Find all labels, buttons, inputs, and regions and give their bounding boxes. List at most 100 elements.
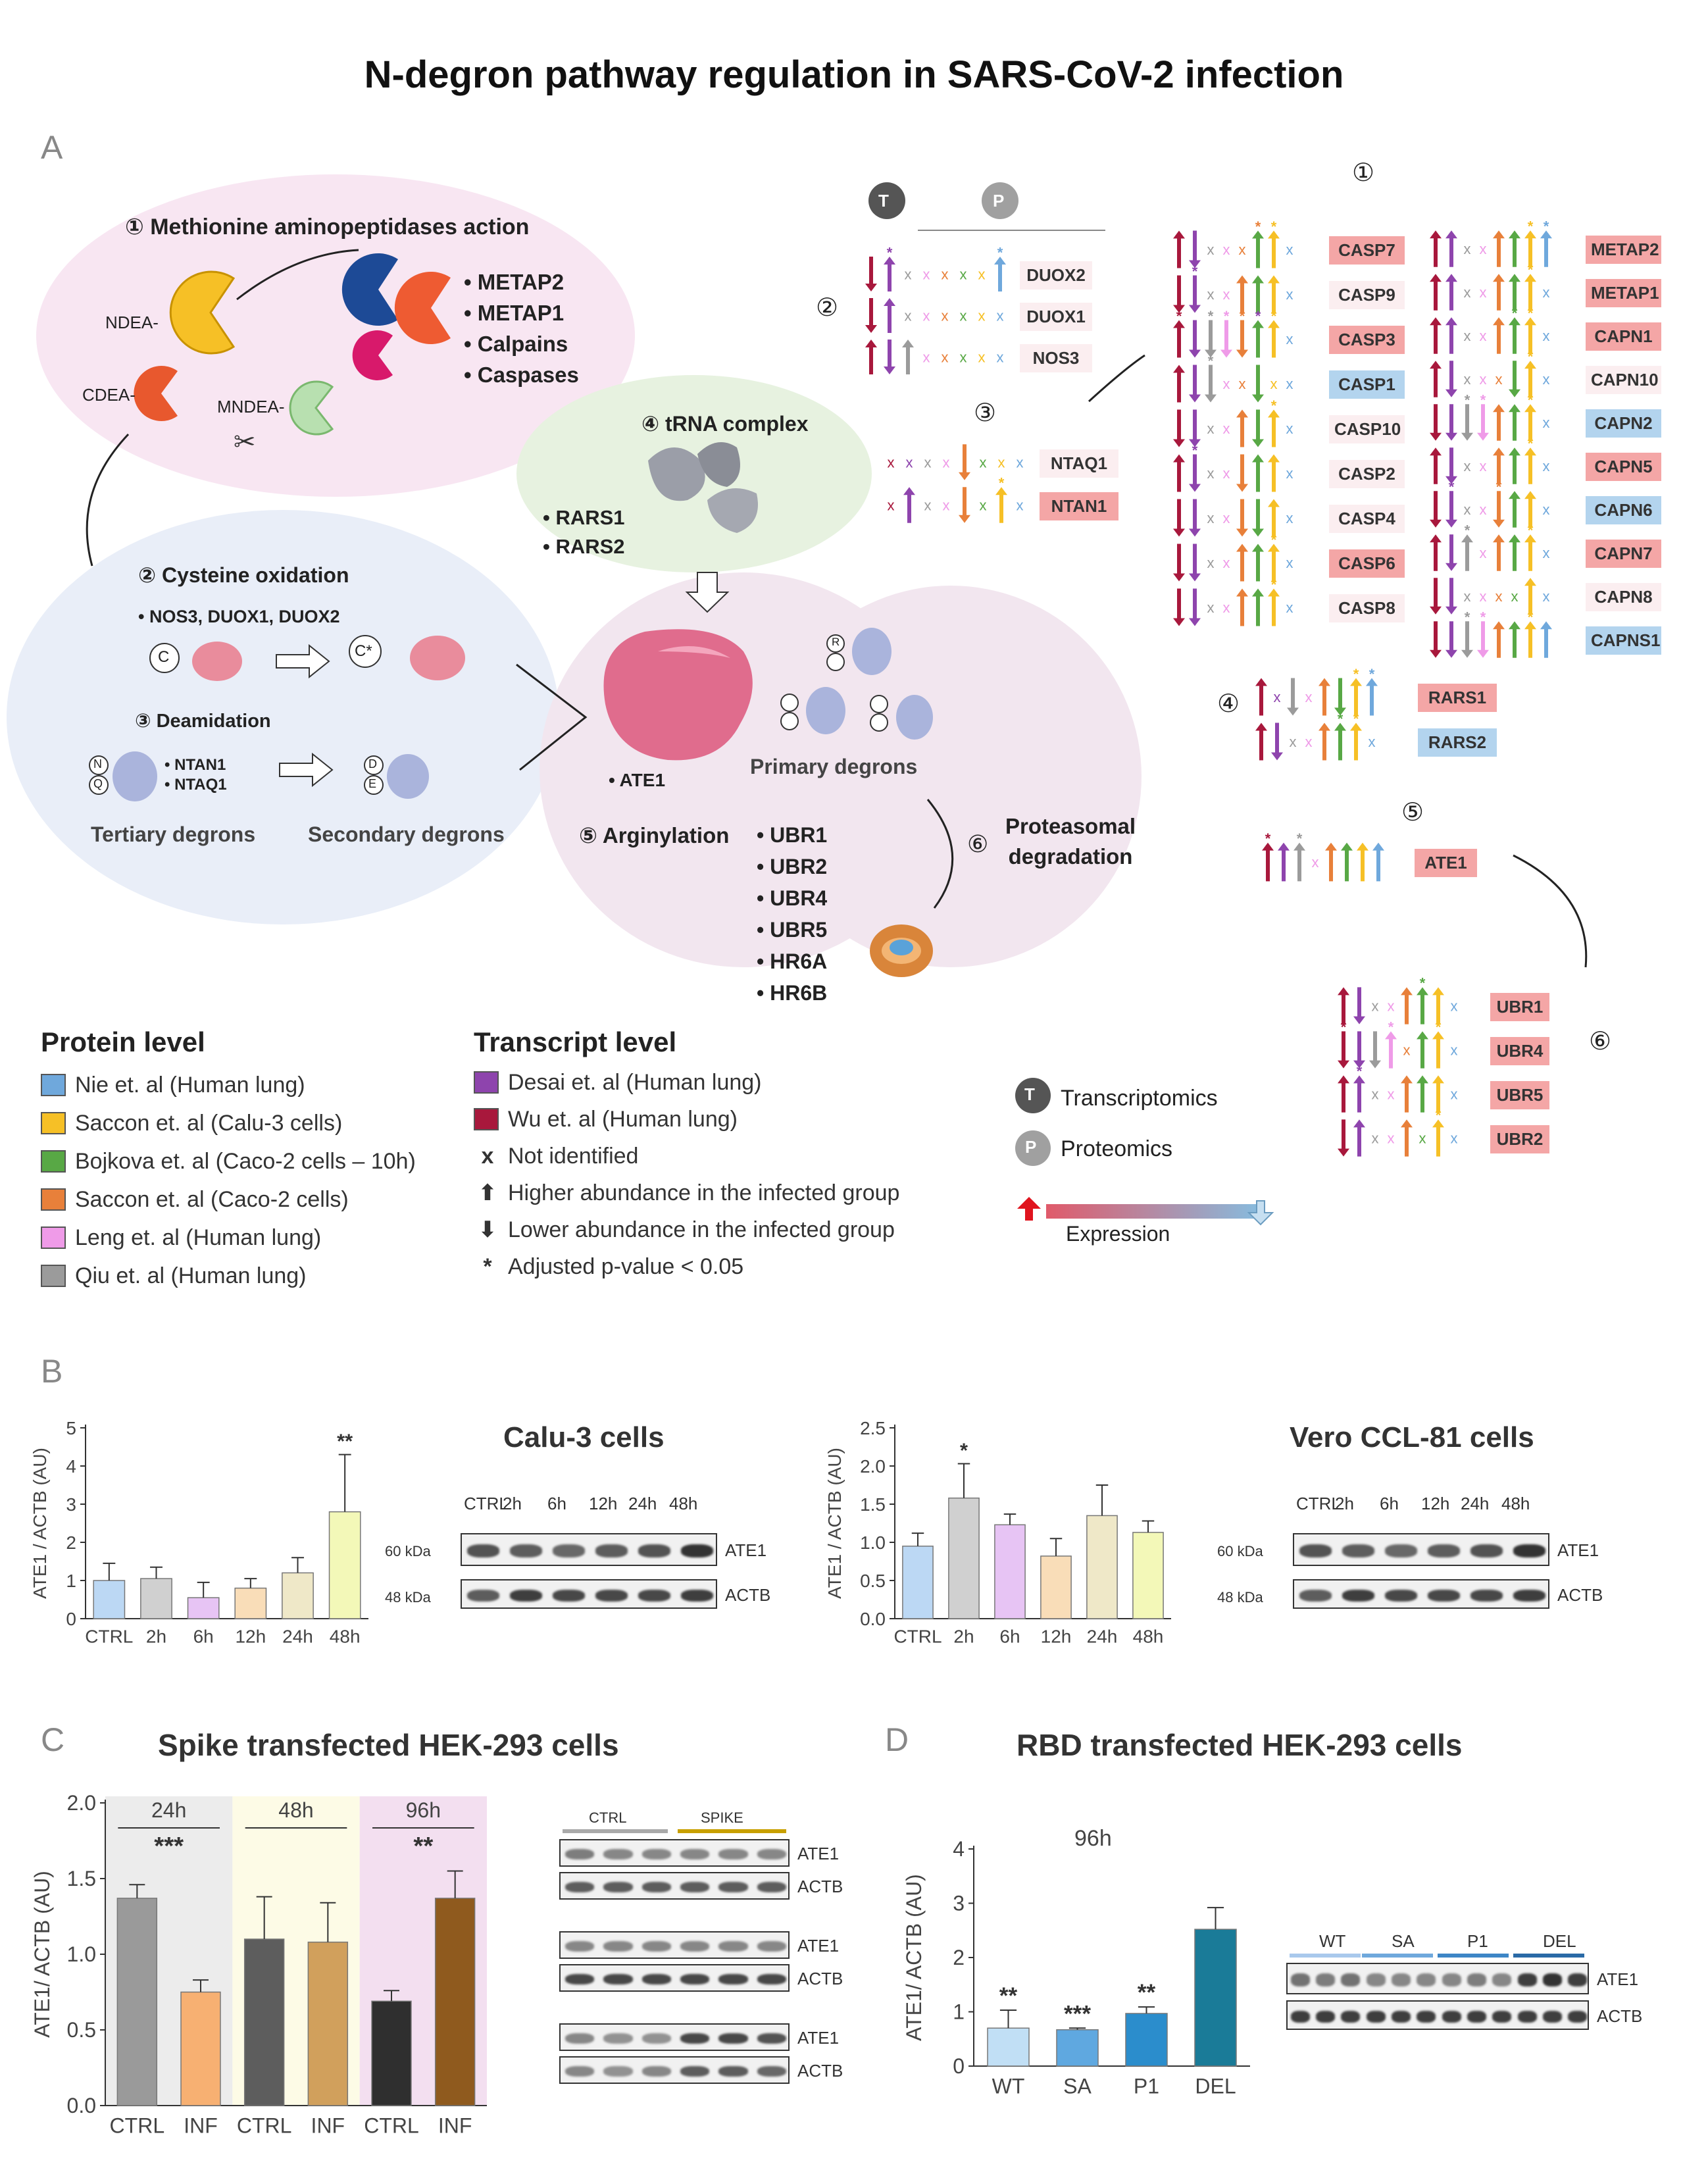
- gene-label: CASP10: [1329, 415, 1405, 443]
- down-arrow-icon: [1189, 275, 1201, 313]
- lane-group-label: WT: [1319, 1931, 1346, 1951]
- up-arrow-icon: [1319, 678, 1330, 716]
- trna-list: • RARS1 • RARS2: [543, 506, 625, 558]
- blot-target-label: ACTB: [1597, 2006, 1643, 2026]
- gene-label: CAPNS1: [1586, 626, 1661, 655]
- not-identified-mark: x: [1286, 241, 1294, 258]
- down-arrow-icon: [1445, 404, 1457, 441]
- protein-icon: [387, 754, 429, 799]
- significance-star-icon: *: [1224, 308, 1230, 324]
- significance-star-icon: *: [1240, 308, 1245, 324]
- list-item: METAP1: [477, 301, 565, 325]
- up-arrow-icon: [1430, 317, 1442, 354]
- lane-group-label: P1: [1467, 1931, 1488, 1951]
- down-arrow-icon: [1205, 320, 1217, 358]
- not-identified-mark: x: [888, 497, 895, 514]
- primary-degrons-label: Primary degrons: [750, 755, 918, 778]
- panel-letter-b: B: [41, 1353, 63, 1390]
- tick-label: 2.0: [860, 1456, 886, 1477]
- blot-target-label: ACTB: [725, 1584, 771, 1605]
- up-arrow-icon: [1319, 722, 1330, 761]
- lane-group-label: CTRL: [589, 1809, 627, 1826]
- down-arrow-icon: [1445, 534, 1457, 571]
- bar: [948, 1497, 980, 1619]
- gene-label: CAPN5: [1586, 453, 1661, 481]
- list-item: UBR2: [770, 855, 828, 878]
- blot-strip: [1293, 1579, 1549, 1609]
- ate1-label: • ATE1: [609, 770, 666, 790]
- down-arrow-icon: [1236, 320, 1248, 358]
- blot-band: [1366, 2010, 1386, 2023]
- gene-group-number: ⑤: [1401, 799, 1424, 826]
- blot-band: [565, 1940, 595, 1952]
- down-arrow-icon: [865, 298, 877, 333]
- gene-label: CASP3: [1329, 326, 1405, 354]
- mndea-label: MNDEA-: [217, 397, 285, 417]
- bar: [1194, 1929, 1237, 2067]
- up-arrow-icon: [1524, 361, 1536, 397]
- blot-band: [595, 1544, 628, 1557]
- tick-label: 6h: [193, 1626, 214, 1646]
- bar: [1086, 1515, 1118, 1619]
- up-arrow-icon: [1268, 275, 1280, 313]
- significance-star-icon: *: [1208, 353, 1214, 369]
- significance-star-icon: *: [1528, 609, 1534, 626]
- significance-star-icon: *: [1420, 975, 1426, 992]
- gene-label: NTAQ1: [1040, 449, 1118, 478]
- significance-star-icon: *: [887, 244, 893, 261]
- t-symbol: T: [1024, 1084, 1035, 1104]
- tick-label: DEL: [1195, 2075, 1236, 2098]
- blot-title-vero: Vero CCL-81 cells: [1290, 1421, 1534, 1454]
- blot-band: [552, 1544, 586, 1557]
- significance-star-icon: *: [1271, 308, 1277, 324]
- tick-label: 0.0: [67, 2094, 96, 2117]
- not-identified-mark: x: [1223, 420, 1230, 437]
- bar: [307, 1941, 349, 2106]
- x-icon: x: [481, 1144, 494, 1169]
- up-arrow-icon: [1401, 1075, 1413, 1113]
- down-arrow-icon: [1236, 499, 1248, 537]
- legend-item: Saccon et. al (Caco-2 cells): [41, 1180, 416, 1219]
- not-identified-mark: x: [1286, 599, 1294, 616]
- tick-label: 2: [953, 1946, 965, 1969]
- down-arrow-icon: [959, 444, 970, 480]
- down-arrow-icon: [1247, 1200, 1274, 1226]
- blot-band: [1299, 1589, 1332, 1602]
- not-identified-mark: x: [1480, 371, 1487, 388]
- transform-arrow-icon: [279, 752, 334, 788]
- methionine-region: [36, 174, 635, 497]
- down-arrow-icon: [1189, 230, 1201, 268]
- blot-band: [1299, 1544, 1332, 1557]
- significance-star-icon: *: [1341, 1019, 1347, 1036]
- list-item: RARS1: [555, 506, 625, 529]
- not-identified-mark: x: [942, 349, 949, 366]
- c-label: C: [158, 648, 170, 666]
- not-identified-mark: x: [1464, 458, 1471, 474]
- not-identified-mark: x: [888, 455, 895, 471]
- significance-star-icon: *: [1480, 609, 1486, 626]
- up-arrow-icon: [1353, 1075, 1365, 1113]
- blot-band: [680, 1940, 710, 1952]
- significance-star-icon: *: [1528, 218, 1534, 235]
- up-arrow-icon: [1432, 1075, 1444, 1113]
- bar: [140, 1578, 172, 1619]
- tick-label: 2h: [146, 1626, 166, 1646]
- up-arrow-icon: [1445, 274, 1457, 311]
- scissors-icon: ✂: [234, 428, 256, 457]
- group-label: 48h: [278, 1798, 313, 1822]
- down-arrow-icon: [1189, 454, 1201, 492]
- down-arrow-icon: [1461, 404, 1473, 441]
- bar: [994, 1524, 1026, 1619]
- gene-label: CASP7: [1329, 236, 1405, 265]
- gene-label: CASP1: [1329, 370, 1405, 399]
- trna-complex-icon: [648, 447, 705, 501]
- up-arrow-icon: [1017, 1197, 1041, 1221]
- up-arrow-icon: [1509, 274, 1520, 311]
- not-identified-mark: x: [923, 349, 930, 366]
- up-arrow-icon: [1338, 987, 1349, 1024]
- blot-band: [1492, 2010, 1512, 2023]
- tick-label: 1.5: [67, 1867, 96, 1890]
- blot-band: [641, 1881, 671, 1893]
